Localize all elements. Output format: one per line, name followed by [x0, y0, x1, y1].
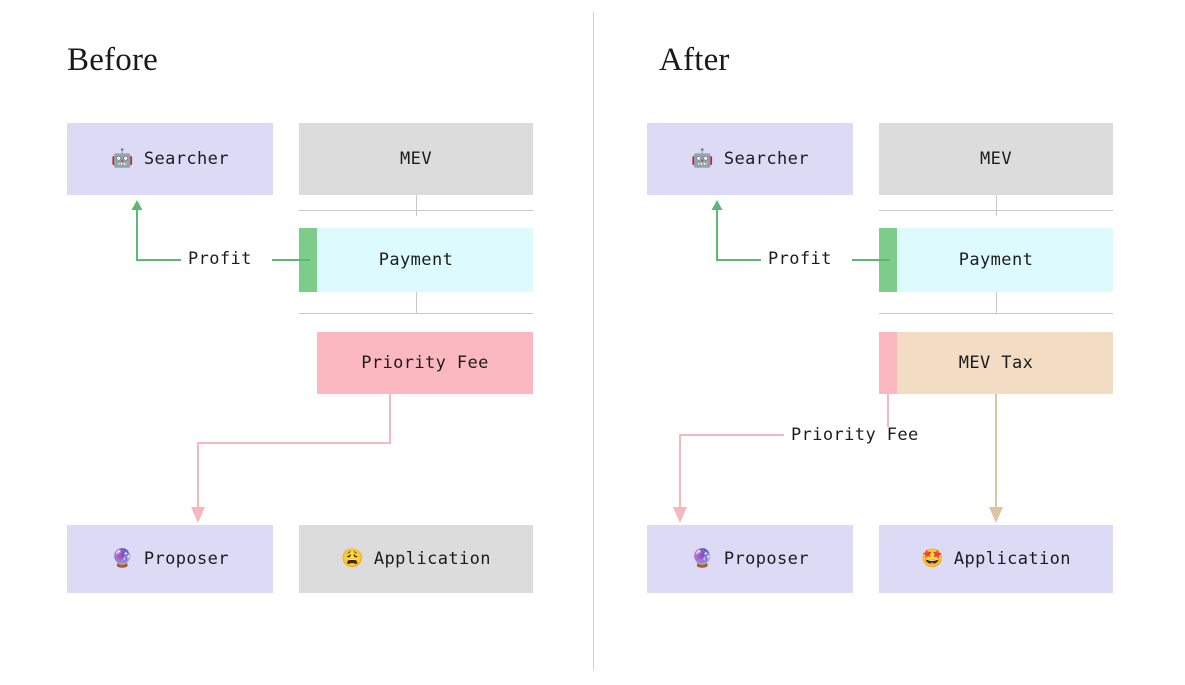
before-payment-label: Payment: [378, 250, 454, 270]
after-priority-fee-label: Priority Fee: [784, 427, 926, 444]
before-mev-box: MEV: [299, 123, 533, 195]
before-payment-box: Payment: [299, 228, 533, 292]
after-payment-label: Payment: [958, 250, 1034, 270]
panel-divider: [593, 12, 594, 670]
after-priority-fee-proposer-connector: [673, 394, 889, 523]
before-proposer-label: Proposer: [143, 549, 229, 569]
before-payment-fee-tick: [416, 292, 417, 313]
before-mev-payment-rule: [299, 210, 533, 211]
before-proposer-box: 🔮 Proposer: [67, 525, 273, 593]
after-mev-box: MEV: [879, 123, 1113, 195]
before-title: Before: [67, 42, 158, 78]
robot-icon: 🤖: [691, 148, 714, 169]
before-payment-fee-rule: [299, 313, 533, 314]
before-searcher-label: Searcher: [143, 149, 229, 169]
crystal-ball-icon: 🔮: [111, 548, 134, 569]
after-title: After: [659, 42, 730, 78]
after-searcher-box: 🤖 Searcher: [647, 123, 853, 195]
after-searcher-label: Searcher: [723, 149, 809, 169]
after-panel: After 🤖 Searcher MEV Payment Profit MEV …: [592, 0, 1185, 685]
before-priority-fee-box: Priority Fee: [317, 332, 533, 394]
after-application-box: 🤩 Application: [879, 525, 1113, 593]
before-profit-label: Profit: [181, 251, 259, 268]
after-payment-tax-tick: [996, 292, 997, 313]
crystal-ball-icon: 🔮: [691, 548, 714, 569]
after-mev-payment-rule: [879, 210, 1113, 211]
after-mev-tax-application-connector: [989, 394, 1003, 523]
before-application-box: 😩 Application: [299, 525, 533, 593]
before-priority-fee-label: Priority Fee: [361, 353, 489, 373]
before-mev-payment-tick: [416, 195, 417, 216]
before-mev-label: MEV: [400, 149, 432, 169]
after-priority-fee-segment: [879, 332, 897, 394]
after-payment-box: Payment: [879, 228, 1113, 292]
after-application-label: Application: [953, 549, 1071, 569]
robot-icon: 🤖: [111, 148, 134, 169]
before-panel: Before 🤖 Searcher MEV Payment Profit Pri…: [67, 42, 533, 593]
weary-face-icon: 😩: [341, 548, 364, 569]
before-searcher-box: 🤖 Searcher: [67, 123, 273, 195]
after-payment-tax-rule: [879, 313, 1113, 314]
before-application-label: Application: [373, 549, 491, 569]
star-struck-face-icon: 🤩: [921, 548, 944, 569]
after-mev-payment-tick: [996, 195, 997, 216]
after-proposer-box: 🔮 Proposer: [647, 525, 853, 593]
before-priority-fee-proposer-connector: [191, 394, 391, 523]
after-profit-label: Profit: [761, 251, 839, 268]
after-mev-tax-box: MEV Tax: [879, 332, 1113, 394]
after-mev-label: MEV: [980, 149, 1012, 169]
after-mev-tax-label: MEV Tax: [958, 353, 1034, 373]
after-proposer-label: Proposer: [723, 549, 809, 569]
